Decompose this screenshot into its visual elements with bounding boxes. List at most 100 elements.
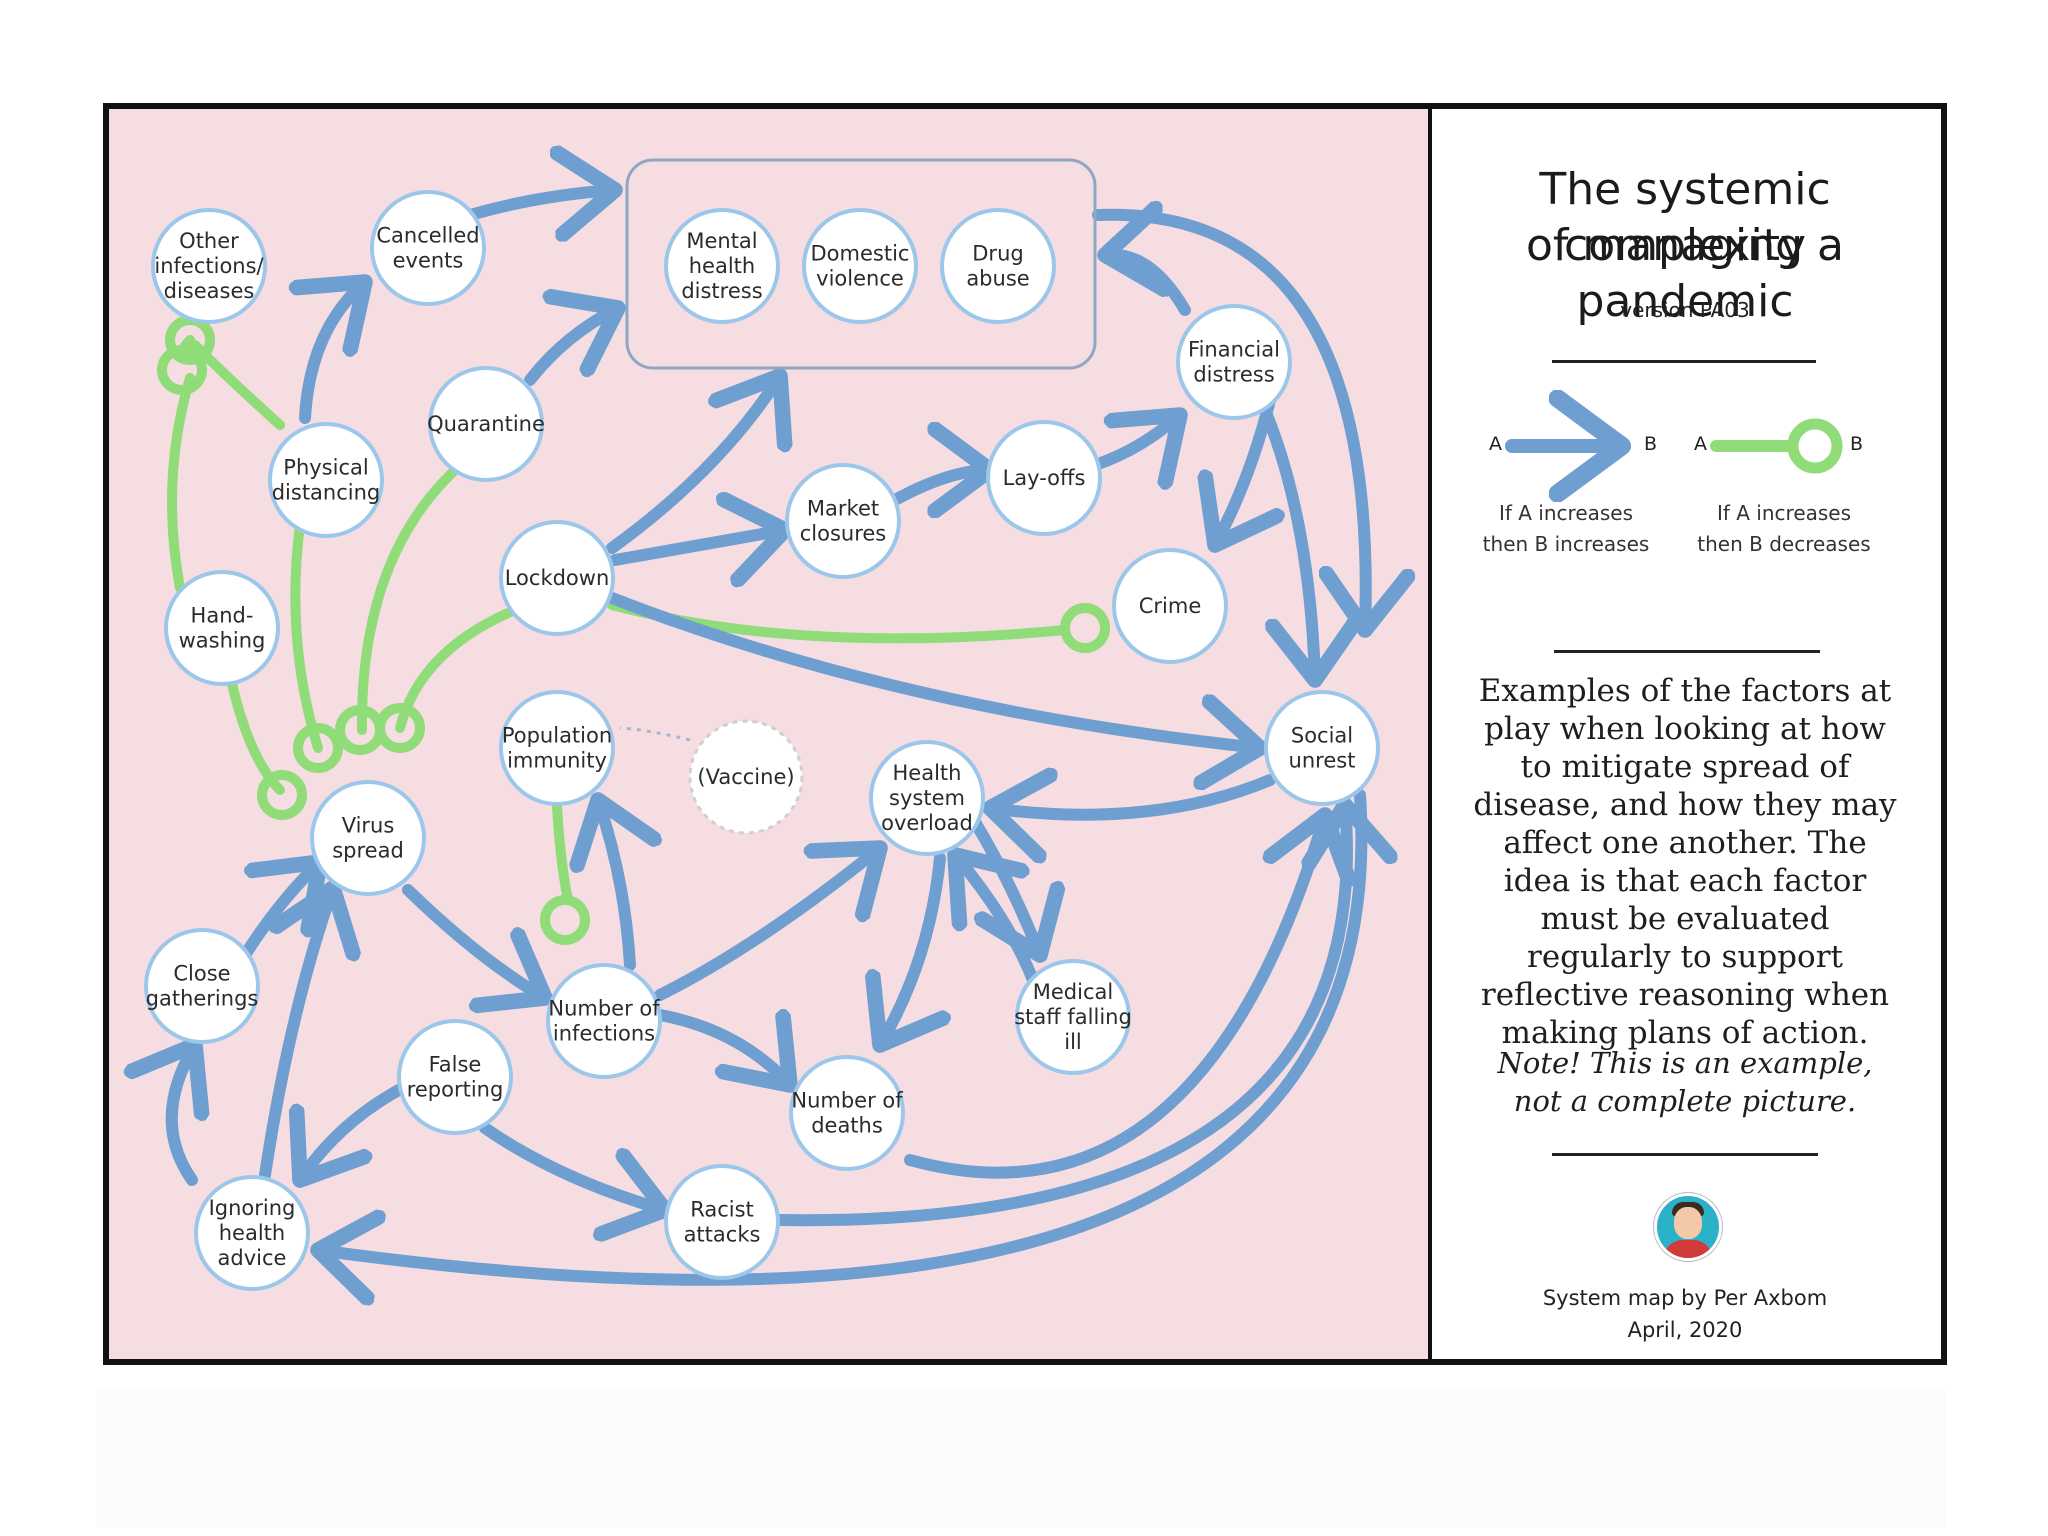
- node-circle: [1176, 304, 1292, 420]
- node-label: (Vaccine): [697, 765, 794, 789]
- divider: [1552, 1153, 1818, 1156]
- increase-arrow: [772, 805, 1347, 1227]
- node-label: violence: [816, 267, 904, 291]
- node-label: Crime: [1139, 594, 1202, 618]
- increase-arrow: [880, 852, 940, 1045]
- increase-arrow: [654, 1015, 790, 1085]
- node-label: advice: [218, 1246, 287, 1270]
- node-label: gatherings: [146, 987, 259, 1011]
- legend-b-label: B: [1850, 433, 1864, 455]
- node-label: False: [429, 1053, 482, 1077]
- node-label: infections: [553, 1022, 655, 1046]
- node-label: Medical: [1033, 980, 1113, 1004]
- increase-arrow: [259, 888, 333, 1181]
- node-circle: [1264, 690, 1380, 806]
- increase-arrow: [904, 815, 1325, 1179]
- node-label: Number of: [548, 997, 660, 1021]
- node-label: deaths: [811, 1114, 883, 1138]
- node-label: Physical: [283, 456, 368, 480]
- author-avatar: [1654, 1193, 1722, 1261]
- divider: [1554, 650, 1820, 653]
- decrease-link-end: [1060, 603, 1110, 653]
- increase-arrow: [318, 789, 1368, 1280]
- node-vaccine: (Vaccine): [688, 719, 804, 835]
- decrease-link-end: [293, 723, 343, 773]
- node-label: Close: [173, 962, 230, 986]
- sidebar-title-line1: The systemic complexity: [1539, 164, 1831, 271]
- increase-arrow: [239, 862, 320, 961]
- node-circle: [664, 208, 780, 324]
- increase-arrow: [1105, 255, 1191, 316]
- increase-arrow: [479, 1122, 665, 1210]
- node-label: Ignoring: [209, 1196, 296, 1220]
- node-circle: [1015, 959, 1131, 1075]
- decrease-link-end: [257, 770, 307, 820]
- decrease-link: [356, 465, 460, 735]
- node-circle: [785, 463, 901, 579]
- increase-arrow: [172, 1045, 195, 1186]
- legend-decrease-link: [1710, 418, 1843, 474]
- bottom-strip: [96, 1388, 1946, 1528]
- node-circle: [499, 690, 615, 806]
- node-circle: [869, 740, 985, 856]
- node-label: Other: [179, 229, 239, 253]
- legend-increase-line2: then B increases: [1482, 532, 1650, 556]
- node-label: Number of: [791, 1089, 903, 1113]
- node-label: Lockdown: [505, 566, 610, 590]
- node-circle: [546, 963, 662, 1079]
- node-label: Mental: [686, 229, 757, 253]
- node-hand-washing: Hand-washing: [164, 570, 280, 686]
- increase-arrow: [889, 470, 990, 500]
- version-label: version PA03: [1620, 298, 1750, 322]
- decrease-link: [167, 373, 195, 593]
- increase-arrow: [1089, 415, 1180, 465]
- node-label: Virus: [342, 814, 395, 838]
- decrease-link: [227, 679, 285, 795]
- increase-arrow: [464, 190, 615, 215]
- node-quarantine: Quarantine: [427, 366, 545, 482]
- node-label: closures: [800, 522, 887, 546]
- node-label: Racist: [690, 1198, 754, 1222]
- legend-b-label: B: [1644, 433, 1658, 455]
- node-lockdown: Lockdown: [499, 520, 615, 636]
- node-label: Quarantine: [427, 412, 545, 436]
- increase-arrow: [402, 884, 545, 998]
- increase-arrow: [969, 816, 1040, 955]
- node-label: events: [393, 249, 464, 273]
- decrease-link-end: [157, 345, 207, 395]
- node-label: reporting: [407, 1078, 504, 1102]
- node-label: Lay-offs: [1003, 466, 1086, 490]
- psychosocial-group-box: [625, 158, 1097, 370]
- increase-arrow: [609, 530, 785, 560]
- node-label: health: [689, 254, 755, 278]
- node-label: Cancelled: [376, 224, 479, 248]
- node-circle: [268, 422, 384, 538]
- node-label: Domestic: [811, 242, 910, 266]
- node-circle: [151, 208, 267, 324]
- node-circle: [940, 208, 1056, 324]
- divider: [1552, 360, 1816, 363]
- increase-arrow: [300, 1079, 414, 1180]
- increase-arrow: [598, 800, 630, 971]
- sidebar-panel: [1428, 109, 1941, 1359]
- node-circle: [310, 780, 426, 896]
- legend-decrease-line1: If A increases: [1716, 501, 1852, 525]
- node-crime: Crime: [1112, 548, 1228, 664]
- increase-arrow: [606, 376, 780, 554]
- sidebar-title-line2: of managing a pandemic: [1526, 220, 1844, 327]
- node-label: diseases: [164, 279, 255, 303]
- node-circle: [428, 366, 544, 482]
- node-label: Market: [807, 497, 879, 521]
